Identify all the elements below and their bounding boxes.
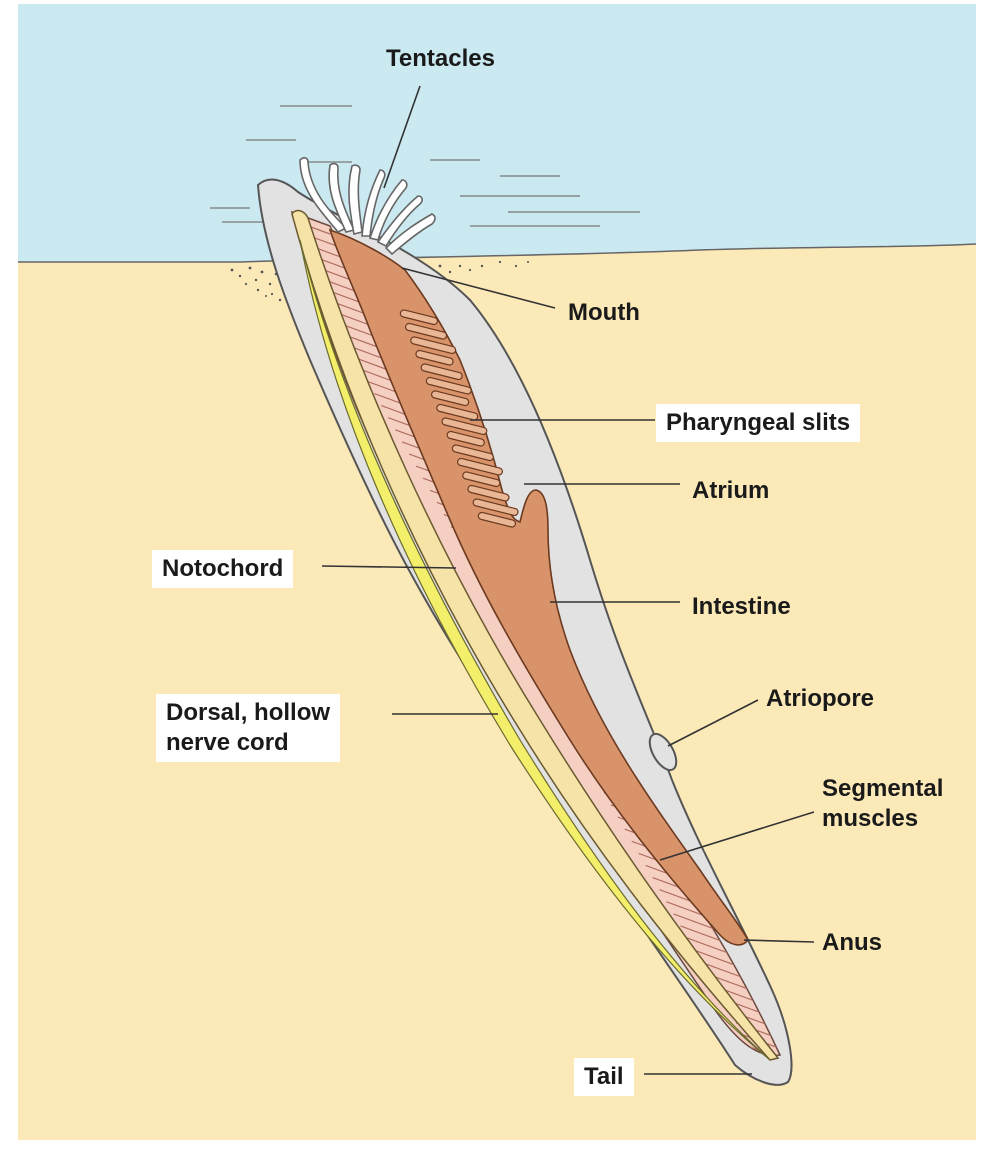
label-nerve-cord: Dorsal, hollow nerve cord: [156, 694, 340, 762]
label-mouth: Mouth: [568, 298, 640, 328]
label-segmental-muscles-line1: Segmental: [822, 774, 943, 804]
label-nerve-cord-line2: nerve cord: [166, 728, 330, 758]
label-pharyngeal-slits: Pharyngeal slits: [656, 404, 860, 442]
label-anus: Anus: [822, 928, 882, 958]
label-atrium: Atrium: [692, 476, 769, 506]
label-nerve-cord-line1: Dorsal, hollow: [166, 698, 330, 728]
label-atriopore: Atriopore: [766, 684, 874, 714]
label-tail: Tail: [574, 1058, 634, 1096]
label-intestine: Intestine: [692, 592, 791, 622]
label-segmental-muscles-line2: muscles: [822, 804, 943, 834]
label-tentacles: Tentacles: [386, 44, 495, 74]
label-segmental-muscles: Segmental muscles: [822, 774, 943, 834]
label-notochord: Notochord: [152, 550, 293, 588]
